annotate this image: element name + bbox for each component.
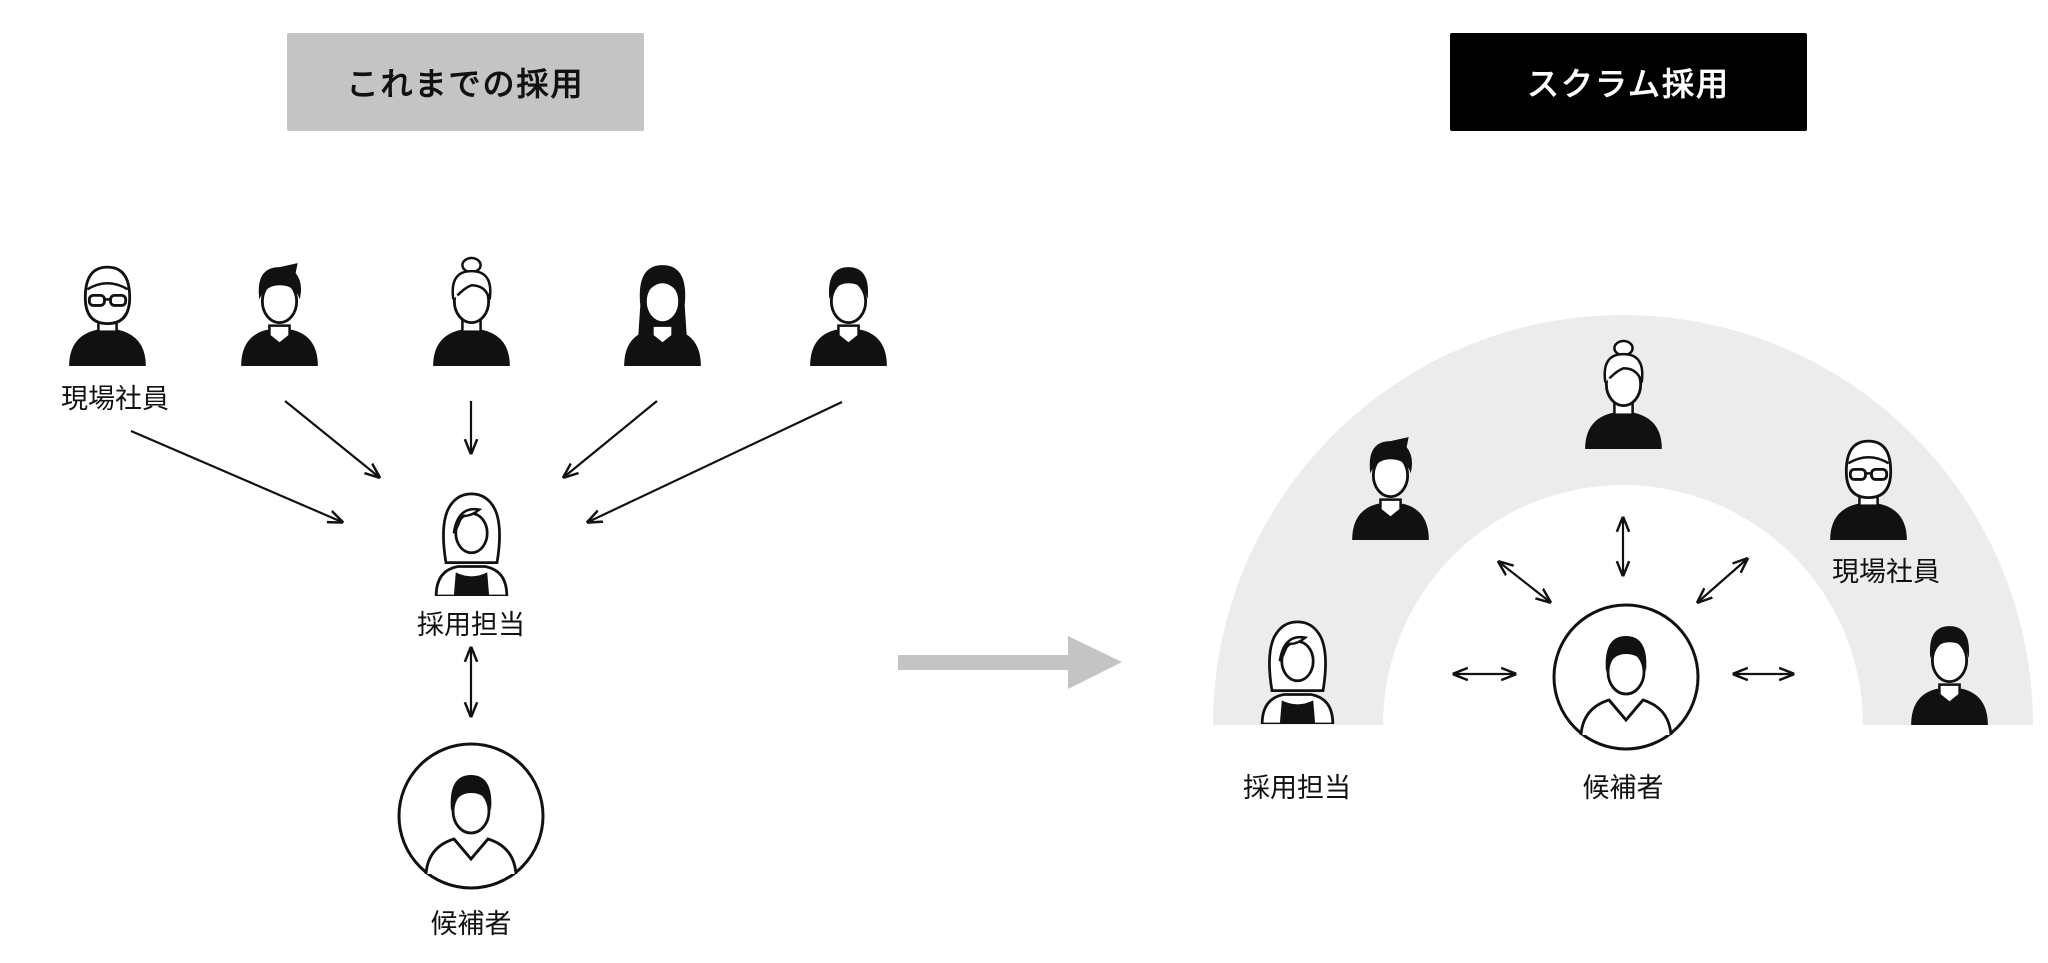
arrow-icon (130, 429, 342, 522)
team-arc-band (1213, 315, 2033, 725)
left-employees-row (67, 258, 887, 366)
right-recruiter-icon (1260, 620, 1335, 724)
employee-spiky-hair-icon (241, 263, 318, 366)
left-recruiter-icon (434, 492, 509, 596)
double-arrow-icon (1499, 562, 1550, 602)
employee-short-hair-icon (810, 267, 887, 366)
double-arrow-icon (1698, 559, 1747, 602)
left-recruiter-label: 採用担当 (417, 610, 525, 641)
left-arrows-to-recruiter (130, 400, 843, 522)
employee-glasses-icon (67, 265, 148, 366)
left-candidate-label: 候補者 (431, 909, 512, 940)
right-employees-label: 現場社員 (1832, 557, 1940, 588)
arrow-icon (588, 401, 843, 522)
employee-bun-hair-icon (433, 258, 510, 366)
right-candidate-icon (1552, 603, 1700, 751)
right-recruiter-label: 採用担当 (1243, 773, 1351, 804)
left-employees-label: 現場社員 (61, 384, 169, 415)
left-candidate-icon (397, 742, 545, 890)
right-title-scrum-hiring: スクラム採用 (1450, 33, 1807, 131)
left-title-conventional-hiring: これまでの採用 (287, 33, 644, 131)
right-double-arrows (1454, 518, 1793, 674)
right-candidate-label: 候補者 (1583, 773, 1664, 804)
transition-arrow-icon (898, 636, 1122, 689)
arrow-icon (284, 400, 379, 477)
employee-long-hair-icon (624, 265, 701, 366)
arrow-icon (564, 400, 658, 477)
